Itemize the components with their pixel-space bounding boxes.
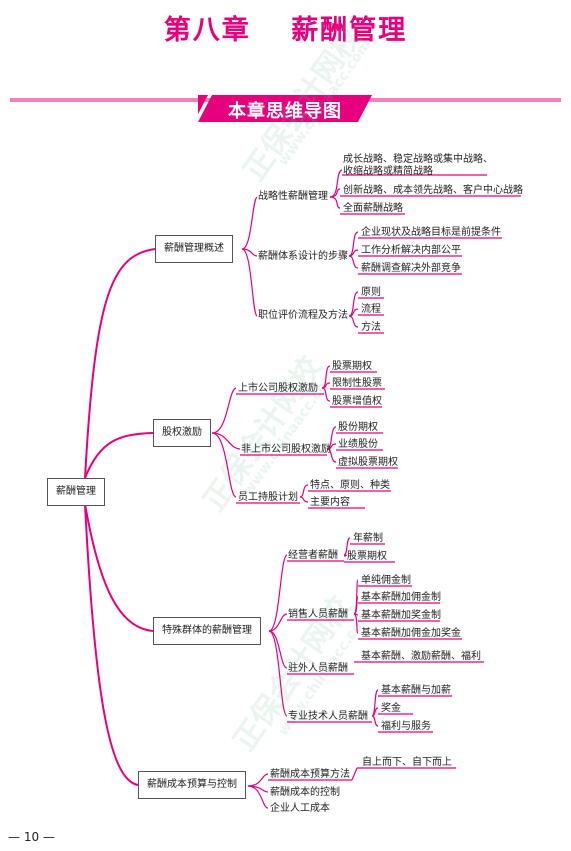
sub-node: 员工持股计划 [238,492,298,503]
leaf-node: 业绩股份 [338,439,378,450]
leaf-node: 成长战略、稳定战略或集中战略、 [343,154,493,165]
branch-node: 薪酬管理概述 [155,235,233,263]
chapter-title: 第八章 薪酬管理 [163,15,408,46]
banner-shape [198,95,372,122]
sub-node: 战略性薪酬管理 [258,191,328,202]
leaf-node: 主要内容 [310,497,350,508]
leaf-node: 年薪制 [353,533,383,544]
leaf-node: 基本薪酬加奖金制 [361,610,441,621]
sub-node: 企业人工成本 [270,803,330,814]
page-number: — 10 — [8,830,55,844]
leaf-node: 薪酬调查解决外部竞争 [361,263,461,274]
leaf-node: 流程 [361,304,381,315]
sub-node: 薪酬体系设计的步骤 [258,251,348,262]
leaf-node: 股票增值权 [332,396,382,407]
branch-node: 股权激励 [153,419,211,447]
sub-node: 薪酬成本的控制 [270,787,340,798]
leaf-node: 原则 [361,287,381,298]
branch-node: 特殊群体的薪酬管理 [153,617,261,645]
leaf-node: 特点、原则、种类 [310,480,390,491]
leaf-node: 福利与服务 [381,721,431,732]
leaf-node: 基本薪酬加佣金加奖金 [361,628,461,639]
mindmap-root: 薪酬管理 [47,478,105,506]
leaf-node: 基本薪酬与加薪 [381,685,451,696]
sub-node: 驻外人员薪酬 [288,663,348,674]
sub-node: 经营者薪酬 [288,550,338,561]
leaf-node: 奖金 [381,703,401,714]
leaf-node: 方法 [361,322,381,333]
sub-node: 上市公司股权激励 [238,383,318,394]
leaf-node: 股份期权 [338,422,378,433]
leaf-node: 限制性股票 [332,378,382,389]
branch-node: 薪酬成本预算与控制 [138,771,246,799]
leaf-node: 单纯佣金制 [361,575,411,586]
leaf-node: 虚拟股票期权 [338,457,398,468]
leaf-node: 企业现状及战略目标是前提条件 [361,227,501,238]
leaf-node: 股票期权 [332,361,372,372]
sub-node: 专业技术人员薪酬 [288,711,368,722]
sub-node: 销售人员薪酬 [288,609,348,620]
sub-node: 非上市公司股权激励 [241,444,331,455]
leaf-node: 收缩战略或精简战略 [343,166,433,177]
leaf-node: 自上而下、自下而上 [362,757,452,768]
leaf-node: 全面薪酬战略 [343,203,403,214]
banner-title: 本章思维导图 [228,101,342,122]
leaf-node: 股票期权 [347,551,387,562]
leaf-node: 工作分析解决内部公平 [361,245,461,256]
sub-node: 职位评价流程及方法 [258,310,348,321]
leaf-node: 创新战略、成本领先战略、客户中心战略 [343,185,523,196]
leaf-node: 基本薪酬、激励薪酬、福利 [361,651,481,662]
sub-node: 薪酬成本预算方法 [270,769,350,780]
leaf-node: 基本薪酬加佣金制 [361,592,441,603]
